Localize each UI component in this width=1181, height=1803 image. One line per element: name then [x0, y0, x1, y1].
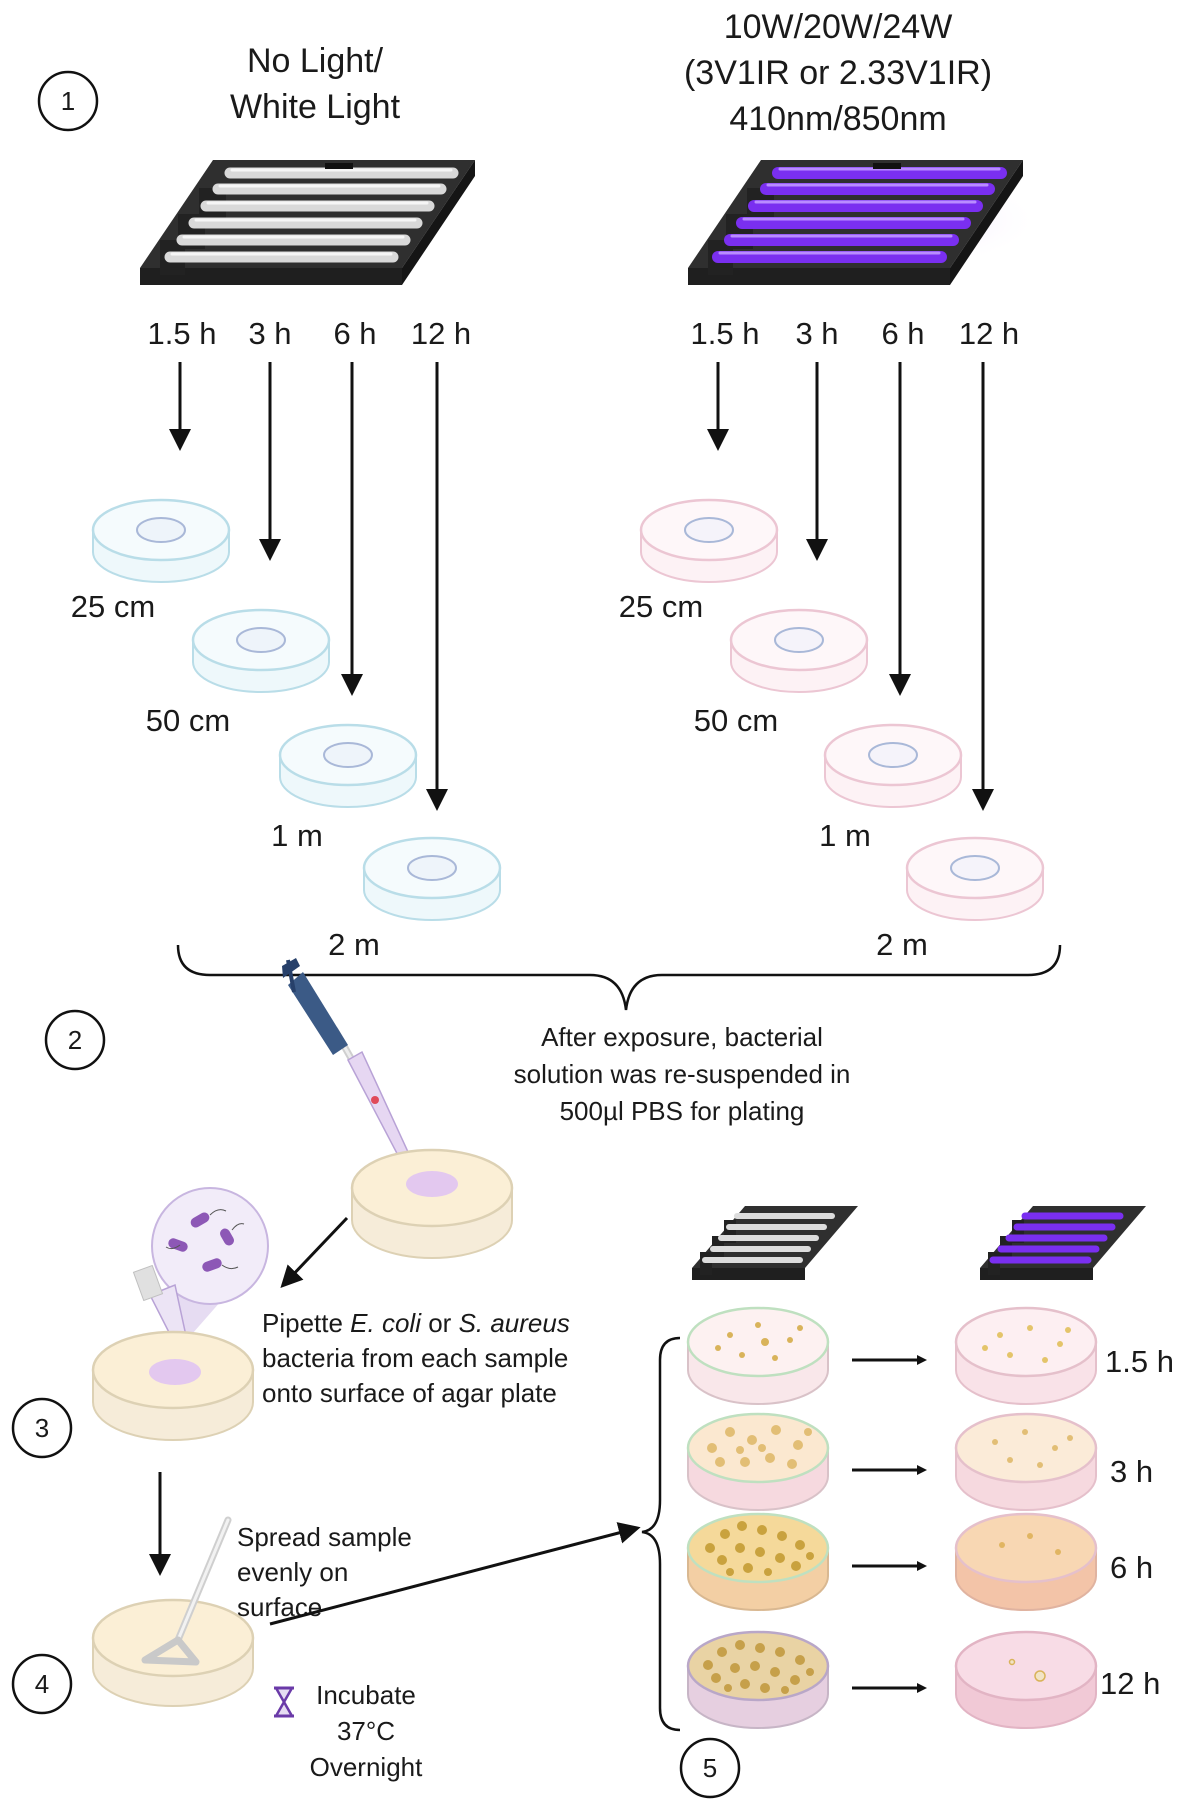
step-5-number: 5	[703, 1753, 717, 1783]
exposure-text-line2: solution was re-suspended in	[514, 1059, 851, 1089]
step-3-marker: 3	[11, 1397, 73, 1459]
control-plate-3h	[686, 1412, 830, 1511]
uv-plate-12h	[954, 1630, 1098, 1729]
left-distance-25cm: 25 cm	[71, 589, 155, 624]
left-time-4: 12 h	[411, 316, 471, 351]
hourglass-icon	[273, 1686, 295, 1718]
step-4-number: 4	[35, 1669, 49, 1699]
exposure-text-line3: 500µl PBS for plating	[560, 1096, 805, 1126]
small-uv-lamp-icon	[980, 1206, 1146, 1280]
control-plate-6h	[686, 1512, 830, 1611]
result-time-6h: 6 h	[1110, 1550, 1153, 1585]
uv-lamp-icon	[688, 160, 1040, 285]
step3-text-line2: bacteria from each sample	[262, 1343, 568, 1373]
white-light-lamp-icon	[140, 160, 475, 285]
right-dish-50cm	[729, 608, 869, 693]
step-2-number: 2	[68, 1025, 82, 1055]
step3-text-line1: Pipette E. coli or S. aureus	[262, 1308, 570, 1338]
uv-power-title: 10W/20W/24W	[724, 8, 953, 46]
right-dish-1m	[823, 723, 963, 808]
left-time-2: 3 h	[248, 316, 291, 351]
step-3-number: 3	[35, 1413, 49, 1443]
right-dish-2m	[905, 836, 1045, 921]
incubate-text-line2: 37°C	[337, 1716, 395, 1746]
small-white-lamp-icon	[692, 1206, 858, 1280]
uv-wavelength-title: 410nm/850nm	[729, 100, 946, 138]
pipette-icon	[282, 958, 424, 1184]
step-1-marker: 1	[37, 70, 99, 132]
right-distance-1m: 1 m	[819, 818, 871, 853]
step-4-marker: 4	[11, 1653, 73, 1715]
left-dish-2m	[362, 836, 502, 921]
bacteria-zoom-bubble	[151, 1187, 269, 1350]
agar-dish-step2	[350, 1148, 514, 1259]
spread-text-line1: Spread sample	[237, 1522, 412, 1552]
right-distance-50cm: 50 cm	[694, 703, 778, 738]
result-time-3h: 3 h	[1110, 1454, 1153, 1489]
left-distance-1m: 1 m	[271, 818, 323, 853]
right-distance-2m: 2 m	[876, 927, 928, 962]
arrow-step4-to-step5	[269, 1522, 641, 1626]
right-time-4: 12 h	[959, 316, 1019, 351]
white-light-title: White Light	[230, 88, 401, 126]
incubate-text-line3: Overnight	[310, 1752, 423, 1782]
uv-plate-6h	[954, 1512, 1098, 1611]
step-1-number: 1	[61, 86, 75, 116]
incubate-text-line1: Incubate	[316, 1680, 416, 1710]
left-dish-25cm	[91, 498, 231, 583]
step3-text-line3: onto surface of agar plate	[262, 1378, 557, 1408]
uv-plate-1.5h	[954, 1306, 1098, 1405]
right-distance-25cm: 25 cm	[619, 589, 703, 624]
spread-text-line3: surface	[237, 1592, 322, 1622]
right-time-2: 3 h	[795, 316, 838, 351]
agar-dish-step4	[91, 1598, 255, 1707]
right-time-3: 6 h	[881, 316, 924, 351]
left-time-1: 1.5 h	[148, 316, 217, 351]
result-time-12h: 12 h	[1100, 1666, 1160, 1701]
left-dish-50cm	[191, 608, 331, 693]
uv-plate-3h	[954, 1412, 1098, 1511]
control-plate-1.5h	[686, 1306, 830, 1405]
right-dish-25cm	[639, 498, 779, 583]
agar-dish-step3	[91, 1330, 255, 1441]
right-time-1: 1.5 h	[691, 316, 760, 351]
summary-brace	[176, 944, 1062, 1011]
control-plate-12h	[686, 1630, 830, 1729]
spread-text-line2: evenly on	[237, 1557, 348, 1587]
arrow-step2-to-step3	[280, 1216, 349, 1288]
result-time-1.5h: 1.5 h	[1105, 1344, 1174, 1379]
uv-ratio-title: (3V1IR or 2.33V1IR)	[684, 54, 992, 92]
left-distance-50cm: 50 cm	[146, 703, 230, 738]
spreader-icon	[141, 1516, 232, 1666]
left-time-arrows	[169, 362, 448, 811]
left-time-3: 6 h	[333, 316, 376, 351]
left-distance-2m: 2 m	[328, 927, 380, 962]
no-light-title: No Light/	[247, 42, 384, 80]
step-2-marker: 2	[44, 1009, 106, 1071]
results-brace	[641, 1336, 681, 1732]
exposure-text-line1: After exposure, bacterial	[541, 1022, 823, 1052]
left-dish-1m	[278, 723, 418, 808]
step-5-marker: 5	[679, 1737, 741, 1799]
right-time-arrows	[707, 362, 994, 811]
